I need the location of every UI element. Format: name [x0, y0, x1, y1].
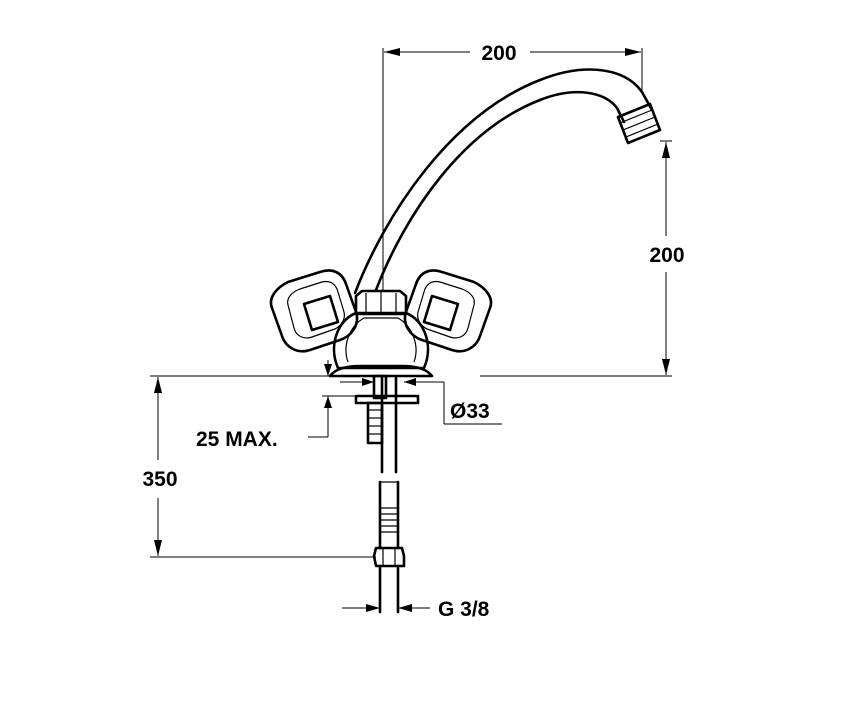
dim-max-thickness-label: 25 MAX.: [196, 428, 278, 451]
base-flange: [328, 364, 434, 378]
spout-inner: [374, 90, 626, 292]
swivel-nut: [354, 289, 408, 316]
dim-total-length-label: 350: [142, 468, 177, 491]
dim-spout-height-label: 200: [649, 244, 684, 267]
supply-hose: [378, 376, 400, 550]
dim-total-length: 350: [142, 375, 376, 558]
dim-thread: G 3/8: [342, 598, 490, 621]
dim-thread-label: G 3/8: [438, 598, 490, 621]
left-handle: [269, 269, 359, 353]
aerator: [616, 102, 662, 145]
dim-max-thickness: 25 MAX.: [196, 360, 356, 451]
dim-hole-diameter-label: Ø33: [450, 400, 490, 423]
dim-spout-height: 200: [480, 140, 685, 377]
faucet: [269, 68, 662, 614]
dim-spout-reach: 200: [382, 42, 643, 290]
body-inner: [345, 317, 417, 363]
right-handle: [403, 269, 493, 353]
dim-hole-diameter: Ø33: [340, 378, 502, 425]
dim-spout-reach-label: 200: [481, 42, 516, 65]
mounting-assembly: [354, 374, 420, 445]
spout-outer: [353, 68, 654, 295]
body-dome: [332, 311, 430, 370]
connector-nut: [372, 546, 406, 614]
